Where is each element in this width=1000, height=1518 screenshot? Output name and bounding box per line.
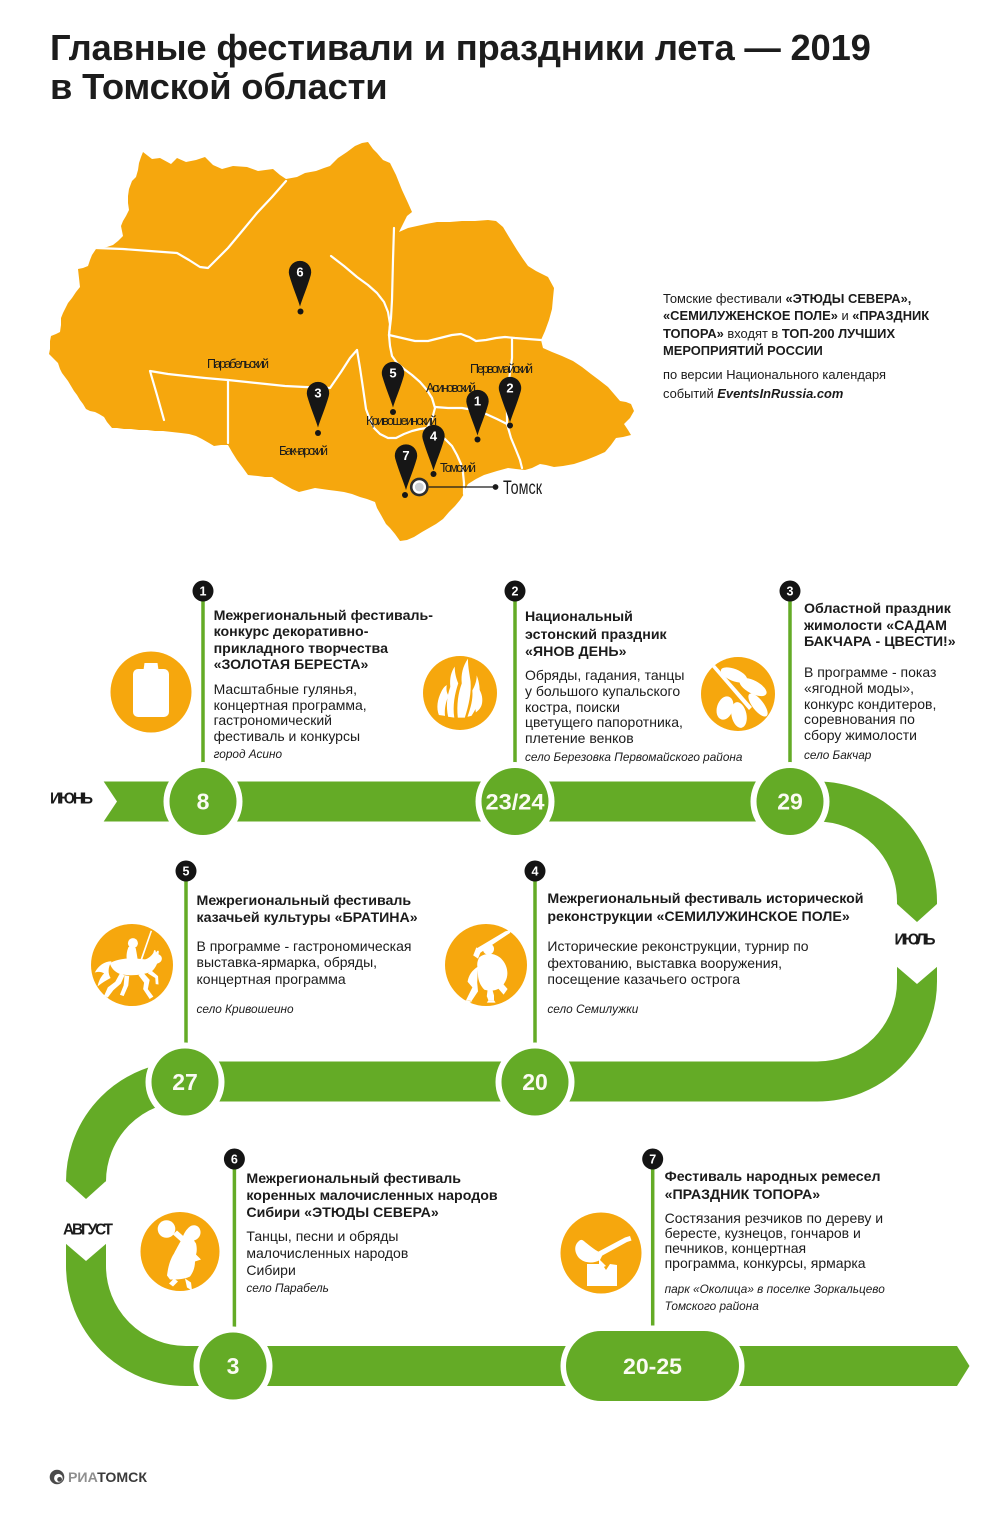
svg-text:Асиновский: Асиновский [426,381,476,395]
svg-text:РИАТОМСК: РИАТОМСК [68,1470,148,1485]
svg-text:5: 5 [389,366,396,381]
svg-text:ИЮЛЬ: ИЮЛЬ [895,932,936,949]
svg-text:3: 3 [787,585,794,599]
svg-text:Кривошеинский: Кривошеинский [366,414,437,428]
svg-text:Первомайский: Первомайский [470,362,533,376]
svg-text:1: 1 [200,585,207,599]
svg-text:2: 2 [506,381,513,396]
svg-text:27: 27 [172,1069,198,1095]
svg-text:5: 5 [183,865,190,879]
svg-text:7: 7 [649,1153,656,1167]
svg-text:4: 4 [532,865,539,879]
svg-text:Томск: Томск [503,478,543,499]
svg-text:20: 20 [522,1069,548,1095]
svg-text:Бакчарский: Бакчарский [279,444,328,458]
svg-text:8: 8 [197,789,210,815]
svg-text:23/24: 23/24 [486,790,546,815]
svg-text:2: 2 [512,585,519,599]
svg-text:7: 7 [402,448,409,463]
svg-text:3: 3 [227,1353,240,1379]
svg-text:4: 4 [430,429,438,444]
svg-text:ИЮНЬ: ИЮНЬ [50,791,93,808]
svg-text:1: 1 [474,394,481,409]
svg-text:20-25: 20-25 [623,1354,682,1379]
svg-text:Томский: Томский [440,461,476,475]
svg-text:29: 29 [777,789,803,815]
svg-text:6: 6 [296,265,303,280]
svg-text:3: 3 [314,386,321,401]
svg-text:Парабельский: Парабельский [207,357,269,371]
svg-text:6: 6 [231,1153,238,1167]
svg-text:АВГУСТ: АВГУСТ [63,1222,114,1239]
